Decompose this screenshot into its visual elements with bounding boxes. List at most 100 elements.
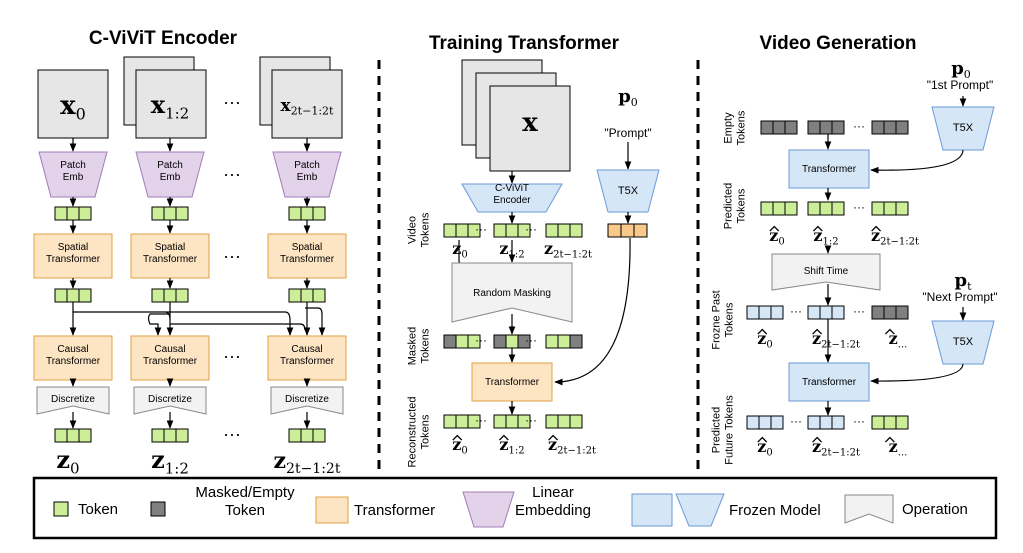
- random-masking: [451, 262, 573, 323]
- shift-time: [771, 253, 881, 291]
- token-cell: [517, 334, 531, 349]
- svg-text:x2t−1:2t: x2t−1:2t: [281, 96, 334, 118]
- token-row: [545, 223, 583, 238]
- legend-frozen-swatch: [631, 493, 673, 527]
- gen-transformer-1-label: Transformer: [802, 164, 857, 175]
- token-row: [493, 223, 531, 238]
- discretize-label: Discretize: [148, 394, 192, 405]
- token-cell: [288, 428, 302, 443]
- ellipsis: ···: [525, 333, 537, 347]
- token-cell: [895, 120, 909, 135]
- causal-transformer-1: [130, 335, 210, 381]
- empty-row: [760, 120, 798, 135]
- ellipsis: ···: [525, 222, 537, 236]
- masked-row: [545, 334, 583, 349]
- token-cell: [455, 223, 469, 238]
- t5x-link: [870, 149, 964, 174]
- legend-transformer: Transformer: [354, 502, 435, 519]
- token-row: [443, 414, 481, 429]
- token-cell: [819, 120, 833, 135]
- token-cell: [569, 334, 583, 349]
- token-cell: [54, 288, 68, 303]
- ellipsis: ···: [790, 304, 802, 318]
- ellipsis: ···: [475, 222, 487, 236]
- token-cell: [151, 428, 165, 443]
- token-cell: [633, 223, 648, 238]
- svg-text:z2t−1:2t: z2t−1:2t: [544, 239, 592, 261]
- token-cell: [517, 414, 531, 429]
- discretize-label: Discretize: [51, 394, 95, 405]
- token-cell: [443, 223, 457, 238]
- token-cell: [505, 334, 519, 349]
- ellipsis: ···: [853, 304, 865, 318]
- empty-tokens-label: EmptyTokens: [723, 110, 748, 145]
- t5x-gen-2: [931, 320, 995, 365]
- token-cell: [66, 428, 80, 443]
- svg-text:z...: z...: [889, 329, 908, 351]
- token-cell: [746, 305, 760, 320]
- token-cell: [505, 223, 519, 238]
- svg-text:z0: z0: [452, 239, 467, 261]
- discretize-0: [36, 386, 110, 415]
- causal-link: [147, 313, 170, 336]
- causal-transformer-0: [33, 335, 113, 381]
- token-cell: [505, 414, 519, 429]
- token-cell: [78, 206, 92, 221]
- discretize-2: [270, 386, 344, 415]
- shift-time-label: Shift Time: [804, 266, 849, 277]
- token-cell: [784, 120, 798, 135]
- token-row: [288, 288, 326, 303]
- token-cell: [545, 414, 559, 429]
- svg-text:p0: p0: [618, 86, 638, 109]
- prompt-tokens: [607, 223, 648, 238]
- token-cell: [545, 334, 559, 349]
- legend-frozen-trap: [675, 493, 725, 527]
- predicted-tokens-label: PredictedTokens: [723, 183, 748, 229]
- prompt-link: [554, 237, 631, 386]
- past-zdots: z...ẑ...: [884, 328, 908, 351]
- token-cell: [760, 201, 774, 216]
- token-row: [545, 414, 583, 429]
- t5x-training: [596, 169, 660, 213]
- causal-link: [170, 323, 306, 331]
- svg-text:z2t−1:2t: z2t−1:2t: [871, 226, 919, 248]
- token-cell: [312, 428, 326, 443]
- token-row: [151, 428, 189, 443]
- token-cell: [78, 428, 92, 443]
- t5x-gen-2-label: T5X: [953, 336, 974, 348]
- legend-masked-swatch: [150, 501, 166, 517]
- svg-text:x: x: [522, 108, 538, 138]
- token-row: [54, 206, 92, 221]
- ellipsis: ···: [223, 424, 241, 444]
- token-cell: [883, 305, 897, 320]
- token-cell: [831, 201, 845, 216]
- svg-text:z2t−1:2t: z2t−1:2t: [812, 437, 860, 459]
- legend-box: [32, 476, 998, 540]
- token-cell: [443, 414, 457, 429]
- token-cell: [54, 206, 68, 221]
- ellipsis: ···: [223, 164, 241, 184]
- token-cell: [807, 305, 821, 320]
- patch-emb-2: [272, 151, 342, 198]
- gen-pt-prompt: "Next Prompt": [922, 290, 997, 304]
- spatial-transformer-1: [130, 233, 210, 279]
- token-cell: [175, 288, 189, 303]
- prompt-text: "Prompt": [604, 126, 651, 140]
- ellipsis: ···: [525, 413, 537, 427]
- token-cell: [883, 201, 897, 216]
- training-transformer: [471, 362, 553, 402]
- token-cell: [807, 120, 821, 135]
- legend-token: Token: [78, 501, 118, 518]
- svg-text:z0: z0: [56, 445, 79, 477]
- token-cell: [163, 288, 177, 303]
- vt-z12: z1:2z1:2: [499, 239, 524, 261]
